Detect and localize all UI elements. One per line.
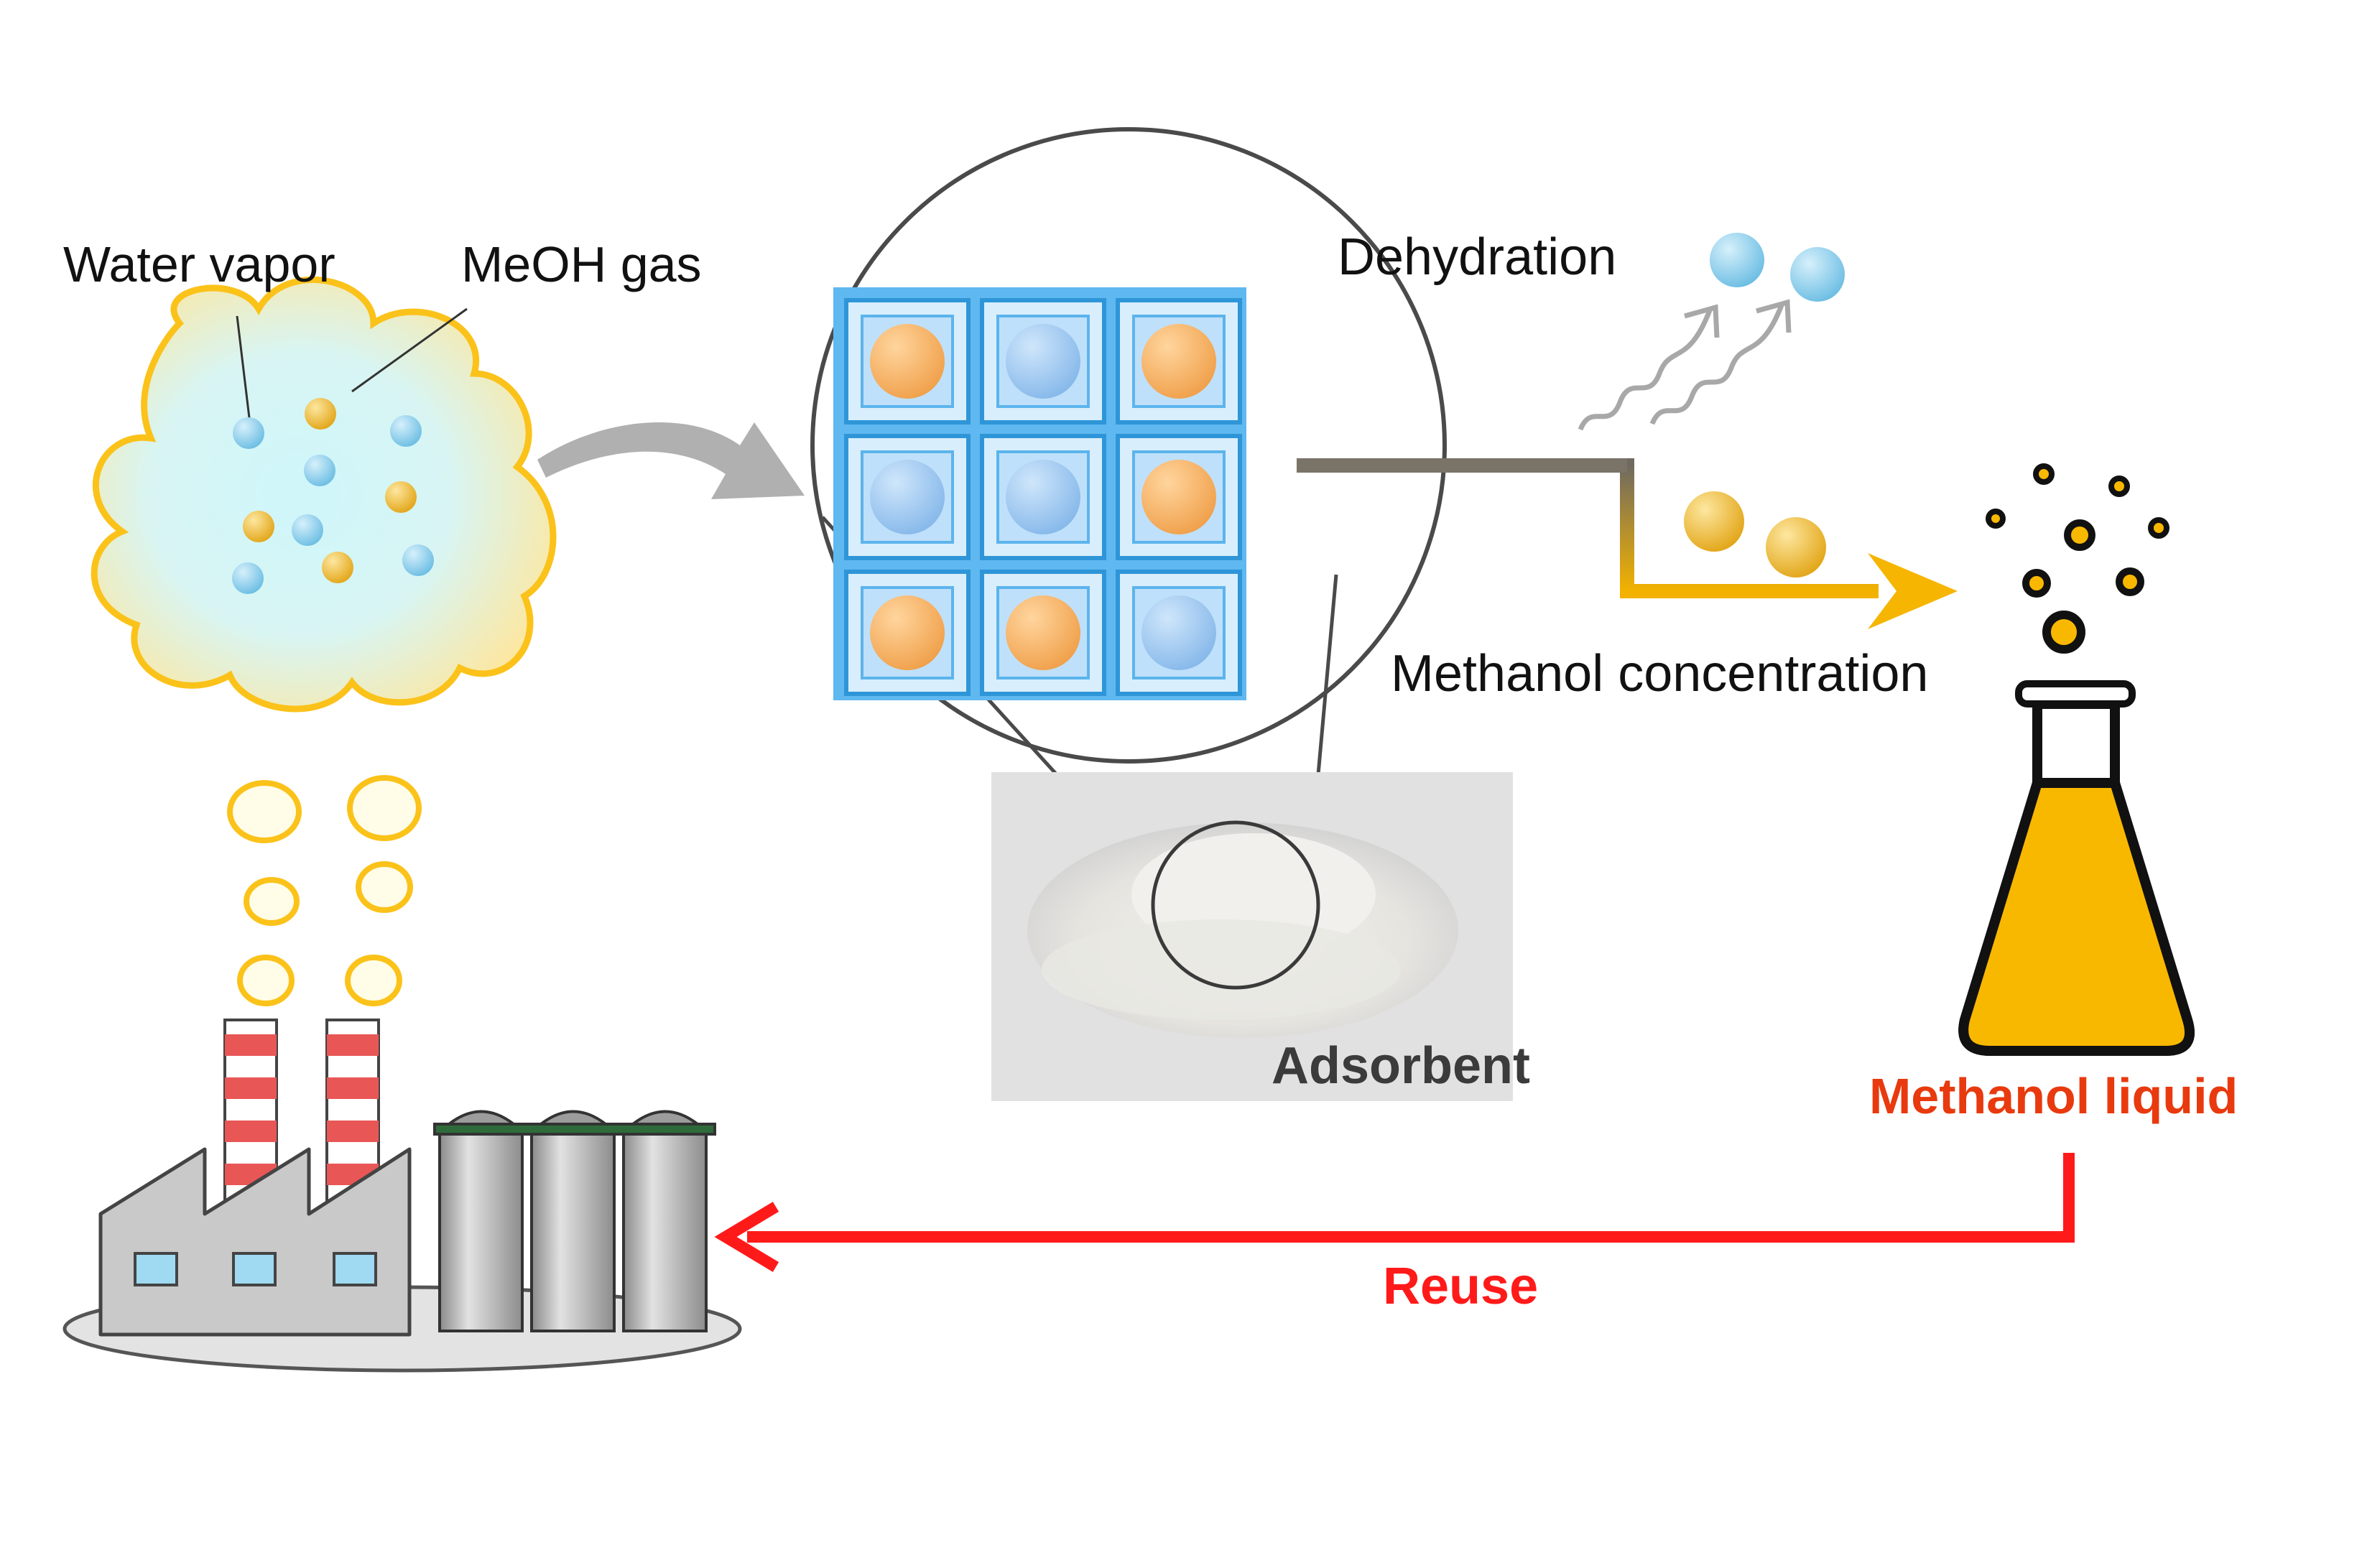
- dehydration-label: Dehydration: [1338, 228, 1616, 286]
- adsorbent-photo: [991, 772, 1513, 1101]
- adsorbed-meoh-molecule: [1141, 324, 1216, 399]
- methanol-liquid-label: Methanol liquid: [1869, 1068, 2238, 1124]
- adsorbed-meoh-molecule: [1141, 460, 1216, 534]
- adsorbed-water-molecule: [1141, 595, 1216, 670]
- water-vapor-pointer: [236, 315, 251, 425]
- adsorbed-meoh-molecule: [870, 595, 945, 670]
- cloud-to-adsorbent-arrow: [537, 422, 805, 499]
- cloud-meoh-molecules: [243, 398, 417, 583]
- adsorbed-water-molecule: [1006, 460, 1080, 534]
- adsorbed-meoh-molecule: [1006, 595, 1080, 670]
- released-water-molecules: [1710, 233, 1845, 302]
- porous-framework: [833, 287, 1246, 700]
- flask-bubbles: [1986, 463, 2169, 654]
- adsorbed-meoh-molecule: [870, 324, 945, 399]
- smoke-puffs: [227, 775, 422, 1006]
- steam-wave-arrows: [1578, 299, 1792, 431]
- reuse-arrow: [714, 1153, 2075, 1272]
- factory-windows: [134, 1252, 377, 1286]
- vapor-cloud: [91, 277, 557, 713]
- reuse-label: Reuse: [1383, 1258, 1538, 1315]
- adsorbed-water-molecule: [870, 460, 945, 534]
- erlenmeyer-flask: [1958, 680, 2195, 1056]
- storage-tanks: [433, 1110, 716, 1332]
- dehydration-path: [1297, 458, 1958, 629]
- methanol-concentration-label: Methanol concentration: [1391, 645, 1928, 702]
- adsorbed-water-molecule: [1006, 324, 1080, 399]
- meoh-gas-label: MeOH gas: [461, 236, 702, 292]
- concentrated-meoh-molecules: [1684, 491, 1826, 577]
- factory: [62, 1019, 742, 1373]
- adsorbent-label: Adsorbent: [1272, 1037, 1530, 1095]
- water-vapor-label: Water vapor: [63, 236, 335, 292]
- cloud-water-molecules: [232, 415, 434, 594]
- meoh-gas-pointer: [351, 307, 468, 393]
